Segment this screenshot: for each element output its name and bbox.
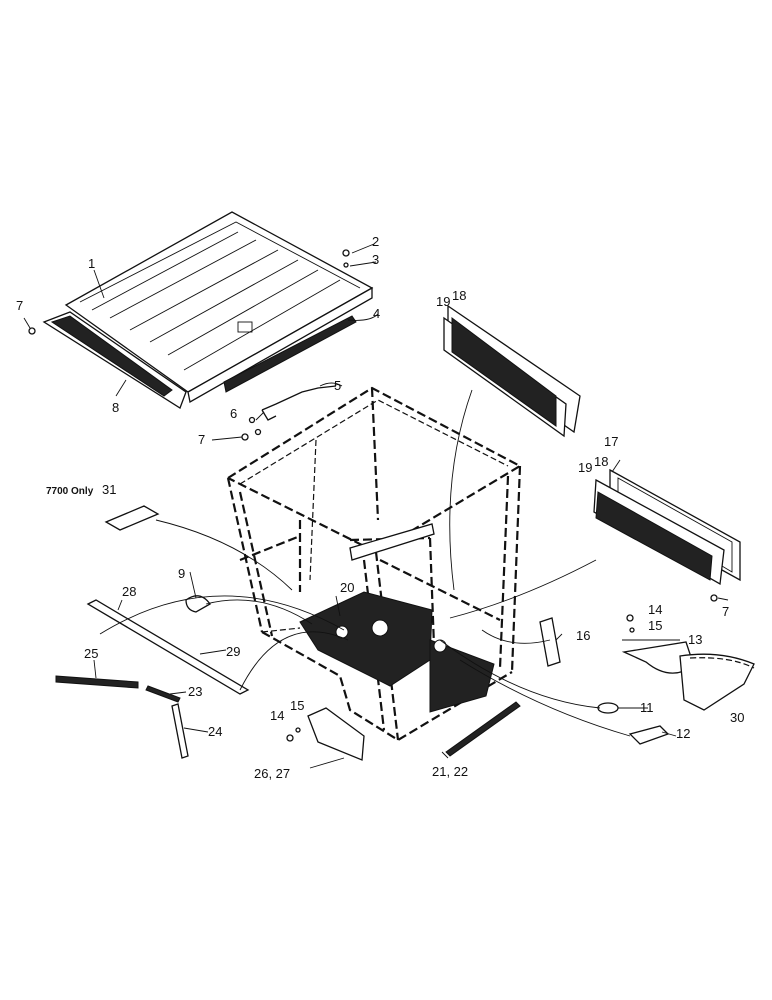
label-31: 31 (102, 482, 116, 497)
label-23: 23 (188, 684, 202, 699)
rod-21-22 (445, 701, 521, 757)
label-3: 3 (372, 252, 379, 267)
rear-upper-screen (443, 304, 581, 438)
label-7-right: 7 (722, 604, 729, 619)
label-8: 8 (112, 400, 119, 415)
floor-mat (299, 591, 495, 713)
label-7-top-left: 7 (16, 298, 23, 313)
label-14-right: 14 (648, 602, 662, 617)
strip-24 (171, 703, 189, 759)
label-7-middle: 7 (198, 432, 205, 447)
label-4: 4 (373, 306, 380, 321)
label-28: 28 (122, 584, 136, 599)
pad-12 (628, 725, 670, 745)
shroud-30-outline (689, 657, 755, 669)
label-26-27: 26, 27 (254, 766, 290, 781)
label-31-note: 7700 Only (46, 486, 94, 497)
callout-labels: 1 2 3 4 5 6 7 7 7 8 9 11 12 13 14 15 14 … (16, 234, 744, 781)
label-18-lower: 18 (594, 454, 608, 469)
roof-panel (64, 211, 374, 404)
label-19-lower: 19 (578, 460, 592, 475)
strip-28 (86, 599, 250, 695)
label-12: 12 (676, 726, 690, 741)
callout-leaders (23, 243, 729, 769)
label-19-upper: 19 (436, 294, 450, 309)
roof-bracket-wire (261, 385, 337, 421)
label-24: 24 (208, 724, 222, 739)
assembly-leaders (99, 389, 631, 737)
shroud-30 (679, 653, 755, 711)
disc-11 (597, 702, 619, 714)
label-16: 16 (576, 628, 590, 643)
pad-31 (104, 505, 160, 531)
label-9: 9 (178, 566, 185, 581)
label-15-right: 15 (648, 618, 662, 633)
label-21-22: 21, 22 (432, 764, 468, 779)
label-1: 1 (88, 256, 95, 271)
label-11: 11 (640, 700, 654, 715)
side-screen-assembly (593, 468, 741, 602)
label-6: 6 (230, 406, 237, 421)
rod-25 (55, 675, 139, 689)
label-25: 25 (84, 646, 98, 661)
label-30: 30 (730, 710, 744, 725)
step-plate-26-27 (307, 707, 365, 761)
washer-15-left (295, 727, 301, 733)
washer-15-right (629, 627, 635, 633)
side-grille-strip (223, 315, 357, 393)
bolt-14-right (626, 614, 634, 622)
strip-23 (145, 685, 181, 703)
label-5: 5 (334, 378, 341, 393)
label-13: 13 (688, 632, 702, 647)
pad-9 (185, 595, 211, 613)
label-18-upper: 18 (452, 288, 466, 303)
label-2: 2 (372, 234, 379, 249)
label-20: 20 (340, 580, 354, 595)
label-29: 29 (226, 644, 240, 659)
label-14-left: 14 (270, 708, 284, 723)
label-15-left: 15 (290, 698, 304, 713)
label-17: 17 (604, 434, 618, 449)
bolt-14-left (286, 734, 294, 742)
front-grille (42, 311, 187, 409)
pad-16 (539, 617, 561, 667)
